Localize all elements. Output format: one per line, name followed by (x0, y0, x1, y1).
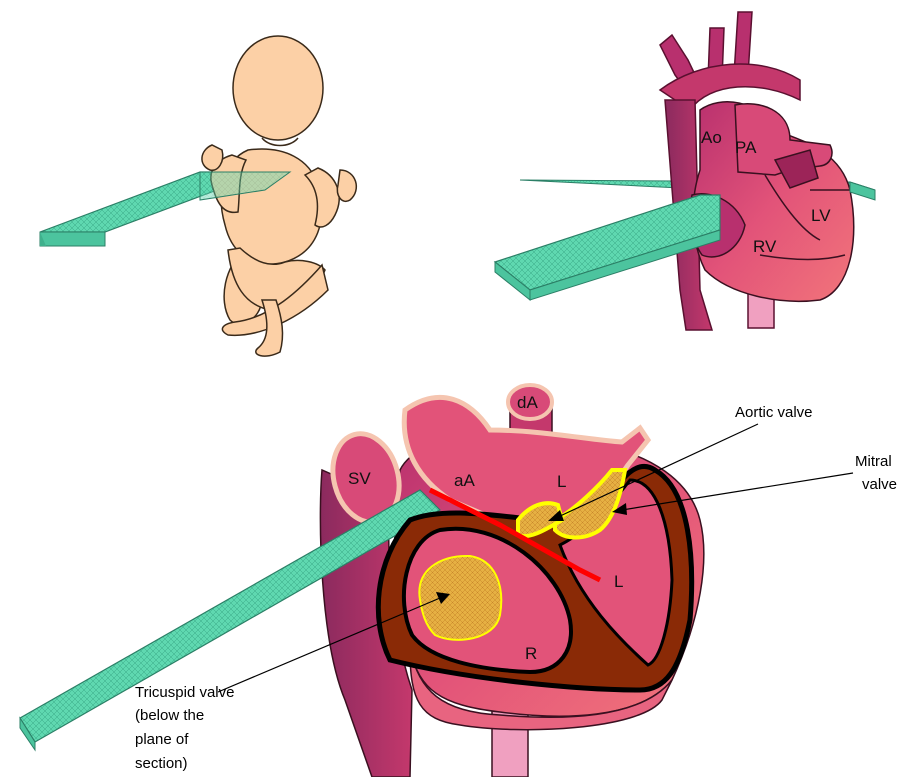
ductus-arteriosus-label: dA (517, 393, 538, 412)
right-ventricle-section-label: R (525, 644, 537, 663)
pulmonary-artery-label: PA (735, 138, 757, 157)
ascending-aorta-label: aA (454, 471, 475, 490)
heart-section-panel: dA SV aA L L R Aortic valve Mitral valve… (20, 385, 897, 777)
heart-external-panel: Ao PA LV RV (495, 12, 875, 330)
left-atrium-label: L (557, 472, 566, 491)
superior-vena-cava-label: SV (348, 469, 371, 488)
left-ventricle-label: LV (811, 206, 831, 225)
tricuspid-valve-annotation-2: (below the (135, 707, 204, 724)
aorta-label: Ao (701, 128, 722, 147)
left-ventricle-section-label: L (614, 572, 623, 591)
tricuspid-valve-annotation-1: Tricuspid valve (135, 684, 234, 701)
tricuspid-valve-annotation-3: plane of (135, 731, 189, 748)
mitral-valve-annotation-2: valve (862, 476, 897, 493)
fetus-panel (40, 36, 356, 356)
mitral-valve-annotation-1: Mitral (855, 453, 892, 470)
tricuspid-valve-annotation-4: section) (135, 755, 188, 772)
right-ventricle-label: RV (753, 237, 777, 256)
aortic-valve-annotation: Aortic valve (735, 404, 813, 421)
tricuspid-valve (419, 556, 501, 640)
